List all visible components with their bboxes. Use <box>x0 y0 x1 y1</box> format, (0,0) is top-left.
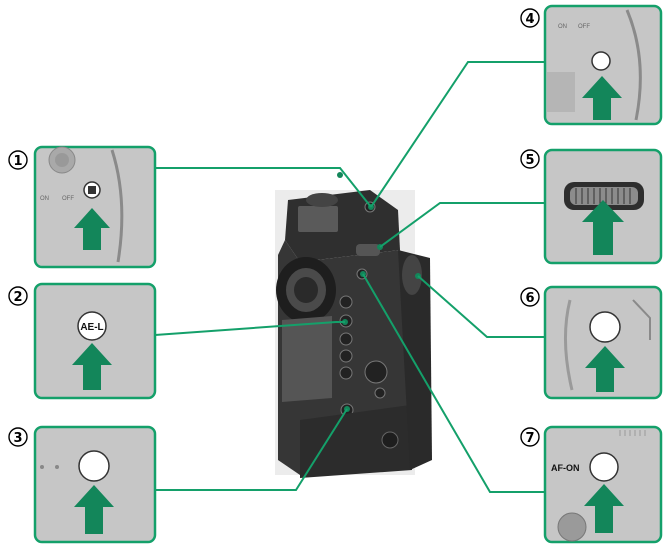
focus-lever <box>364 360 388 384</box>
panel-3-arrow-icon <box>74 485 114 534</box>
panel-7: AF-ON <box>543 425 663 544</box>
panel-4-button <box>591 51 611 71</box>
panel-3-button <box>78 450 110 482</box>
svg-text:OFF: OFF <box>62 196 74 202</box>
panel-2-arrow-icon <box>72 343 112 390</box>
panel-5 <box>543 148 663 265</box>
panel-4-arrow-icon <box>582 76 622 120</box>
callout-number-5: 5 <box>520 149 540 169</box>
leader-line-1 <box>155 167 372 208</box>
panel-4: ON OFF <box>543 4 663 126</box>
panel-5-arrow-icon <box>582 200 624 255</box>
leader-line-6 <box>417 275 545 338</box>
front-dial <box>402 255 422 295</box>
panel-2: AE-L <box>33 282 157 400</box>
panel-1: ON OFF <box>33 145 157 269</box>
leader-line-2 <box>154 321 345 336</box>
svg-text:4: 4 <box>525 12 534 27</box>
leader-line-3 <box>155 408 348 491</box>
svg-text:6: 6 <box>525 291 534 306</box>
panel-7-arrow-icon <box>584 484 624 533</box>
panel-6 <box>543 285 663 400</box>
svg-text:ON: ON <box>558 24 567 30</box>
top-lcd <box>298 206 338 232</box>
callout-number-2: 2 <box>8 286 28 306</box>
panel-3 <box>33 425 157 544</box>
callout-number-6: 6 <box>520 287 540 307</box>
panel-1-arrow-icon <box>74 208 110 250</box>
svg-text:2: 2 <box>13 290 22 305</box>
svg-text:5: 5 <box>525 153 534 168</box>
leader-lines <box>154 61 545 493</box>
callout-number-1: 1 <box>8 150 28 170</box>
svg-text:ON: ON <box>40 196 49 202</box>
callout-number-7: 7 <box>520 427 540 447</box>
panel-6-arrow-icon <box>585 346 625 392</box>
leader-line-4 <box>370 61 545 208</box>
top-dial <box>306 193 338 207</box>
callout-numbers: 1 2 3 4 5 6 7 <box>8 8 540 447</box>
svg-text:3: 3 <box>13 431 22 446</box>
svg-text:OFF: OFF <box>578 24 590 30</box>
rear-dial <box>356 244 380 256</box>
callout-number-4: 4 <box>520 8 540 28</box>
ae-l-button <box>77 311 107 341</box>
svg-text:7: 7 <box>525 431 534 446</box>
svg-text:AE-L: AE-L <box>80 322 103 333</box>
callout-number-3: 3 <box>8 427 28 447</box>
svg-text:AF-ON: AF-ON <box>551 463 580 473</box>
leader-line-7 <box>362 273 545 493</box>
rear-lcd <box>282 316 332 402</box>
svg-text:1: 1 <box>13 154 22 169</box>
leader-line-5 <box>379 202 545 248</box>
panel-6-button <box>589 311 621 343</box>
af-on-button <box>589 452 619 482</box>
